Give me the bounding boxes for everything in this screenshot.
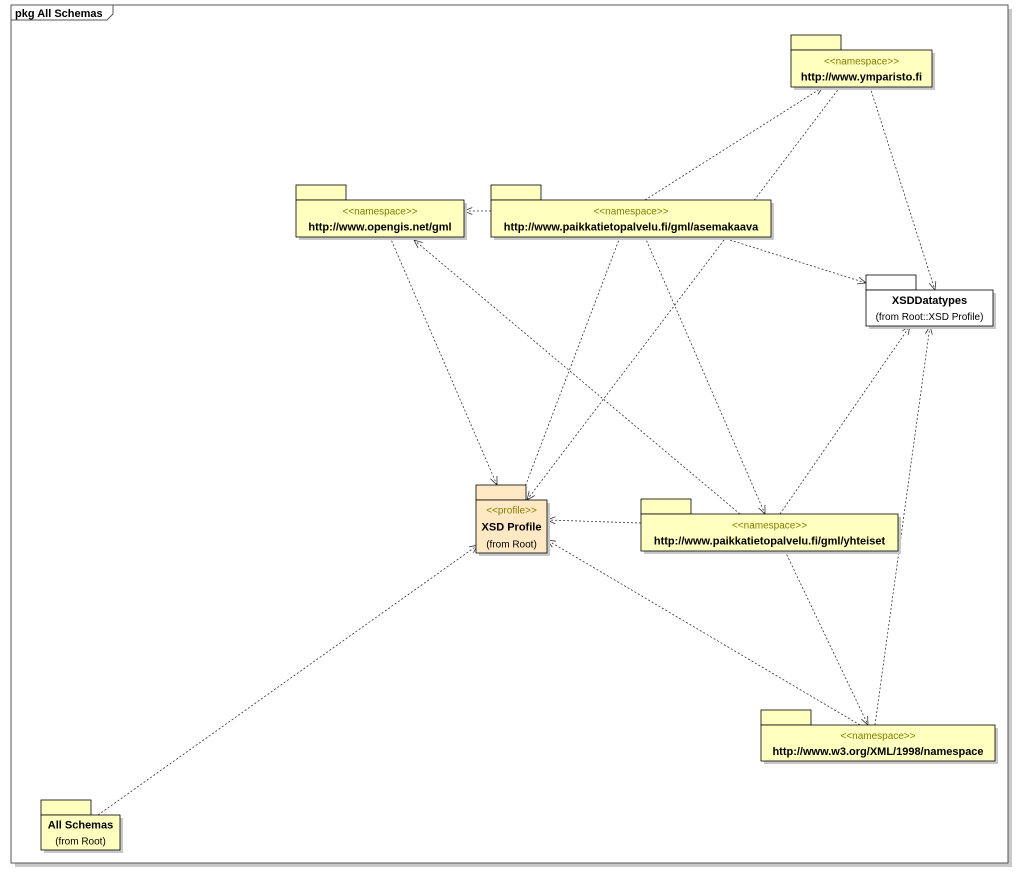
package-from: (from Root)	[55, 837, 106, 848]
dependency-line	[546, 539, 861, 726]
package-opengis[interactable]: <<namespace>> http://www.opengis.net/gml	[295, 184, 467, 240]
package-name: XSDDatatypes	[892, 295, 967, 307]
package-asemakaava[interactable]: <<namespace>> http://www.paikkatietopalve…	[490, 184, 774, 240]
package-tab	[865, 274, 917, 291]
dependency-line	[874, 325, 931, 726]
package-stereotype: <<namespace>>	[732, 521, 807, 532]
package-tab	[640, 498, 692, 515]
package-name: http://www.paikkatietopalvelu.fi/gml/ase…	[504, 222, 759, 234]
package-tab	[790, 34, 842, 51]
package-from: (from Root)	[486, 540, 537, 551]
diagram-frame	[10, 4, 1009, 864]
package-body	[760, 724, 996, 762]
package-body	[295, 199, 465, 238]
package-body	[865, 289, 994, 327]
package-tab	[490, 184, 542, 201]
package-tab	[295, 184, 347, 201]
package-name: All Schemas	[48, 820, 113, 832]
dependency-line	[413, 239, 741, 515]
dependency-line	[97, 544, 479, 816]
packages: <<namespace>>http://www.ymparisto.fi<<na…	[40, 34, 998, 853]
package-yhteiset[interactable]: <<namespace>> http://www.paikkatietopalve…	[640, 498, 901, 554]
package-stereotype: <<namespace>>	[824, 57, 899, 68]
package-allschemas[interactable]: All Schemas (from Root)	[40, 799, 123, 853]
package-ymparisto[interactable]: <<namespace>> http://www.ymparisto.fi	[790, 34, 935, 90]
package-stereotype: <<namespace>>	[593, 207, 668, 218]
package-stereotype: <<namespace>>	[342, 207, 417, 218]
package-xsdprofile[interactable]: <<profile>> XSD Profile (from Root)	[475, 484, 550, 556]
package-w3[interactable]: <<namespace>> http://www.w3.org/XML/1998/…	[760, 709, 998, 764]
package-name: http://www.w3.org/XML/1998/namespace	[772, 746, 983, 758]
frame-label-tab	[11, 5, 114, 21]
dependency-edges	[97, 86, 937, 816]
package-stereotype: <<namespace>>	[840, 731, 915, 742]
package-name: XSD Profile	[482, 522, 542, 534]
package-body	[40, 814, 121, 851]
package-name: http://www.paikkatietopalvelu.fi/gml/yht…	[654, 536, 886, 548]
package-body	[640, 513, 899, 552]
package-body	[475, 499, 548, 554]
package-body	[790, 49, 933, 88]
dependency-line	[389, 236, 498, 486]
package-xsddatatypes[interactable]: XSDDatatypes(from Root::XSD Profile)	[865, 274, 996, 329]
dependency-line	[519, 236, 621, 501]
dependency-line	[869, 86, 936, 291]
package-name: http://www.ymparisto.fi	[801, 72, 922, 84]
dependency-line	[644, 86, 824, 201]
frame-title: pkg All Schemas	[15, 8, 103, 20]
dependency-line	[784, 550, 869, 726]
package-from: (from Root::XSD Profile)	[876, 312, 984, 323]
package-tab	[40, 799, 92, 816]
package-stereotype: <<profile>>	[486, 506, 537, 517]
package-tab	[475, 484, 527, 501]
package-body	[490, 199, 772, 238]
package-name: http://www.opengis.net/gml	[308, 222, 451, 234]
package-tab	[760, 709, 812, 726]
